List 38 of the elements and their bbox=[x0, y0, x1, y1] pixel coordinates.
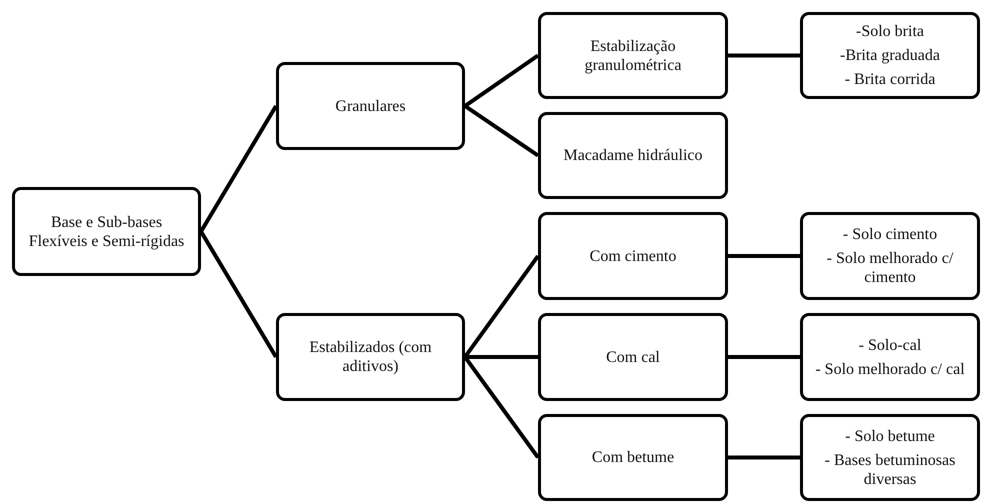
list-item: - Solo betume bbox=[845, 426, 935, 446]
list-box bbox=[800, 313, 980, 401]
connector-line bbox=[199, 230, 278, 358]
category-box bbox=[538, 212, 728, 300]
category-box bbox=[538, 12, 728, 99]
connector-line bbox=[728, 254, 800, 258]
list-item: - Solo-cal bbox=[858, 336, 922, 354]
box-label: Estabilizados (com aditivos) bbox=[308, 338, 433, 376]
list-item: - Solo cimento bbox=[842, 225, 938, 244]
connector-line bbox=[728, 355, 800, 359]
category-box bbox=[12, 187, 201, 276]
connector-line bbox=[464, 54, 540, 108]
list-item: - Bases betuminosas diversas bbox=[824, 450, 956, 488]
list-box bbox=[800, 414, 980, 501]
box-label: Base e Sub-bases Flexíveis e Semi-rígidas bbox=[28, 212, 186, 250]
category-box bbox=[538, 313, 728, 401]
connector-line bbox=[728, 54, 800, 58]
box-label: Macadame hidráulico bbox=[563, 146, 703, 165]
category-box bbox=[538, 112, 728, 199]
list-item: - Brita corrida bbox=[844, 70, 936, 89]
box-label: Com betume bbox=[592, 448, 674, 467]
list-item: - Solo melhorado c/ cal bbox=[815, 360, 965, 378]
list-box bbox=[800, 212, 980, 300]
box-label: Estabilização granulométrica bbox=[584, 36, 682, 74]
list-item: - Solo melhorado c/ cimento bbox=[826, 249, 954, 287]
category-box bbox=[276, 62, 465, 150]
category-box bbox=[538, 414, 728, 501]
box-label: Com cimento bbox=[590, 246, 676, 266]
list-item: -Solo brita bbox=[856, 22, 924, 41]
box-label: Com cal bbox=[606, 348, 660, 366]
box-label: Granulares bbox=[335, 96, 406, 116]
category-box bbox=[276, 313, 465, 401]
connector-line bbox=[464, 104, 540, 158]
list-box bbox=[800, 12, 980, 99]
connector-line bbox=[465, 355, 538, 359]
connector-line bbox=[728, 456, 800, 460]
connector-line bbox=[199, 104, 278, 233]
list-item: -Brita graduada bbox=[840, 46, 940, 65]
